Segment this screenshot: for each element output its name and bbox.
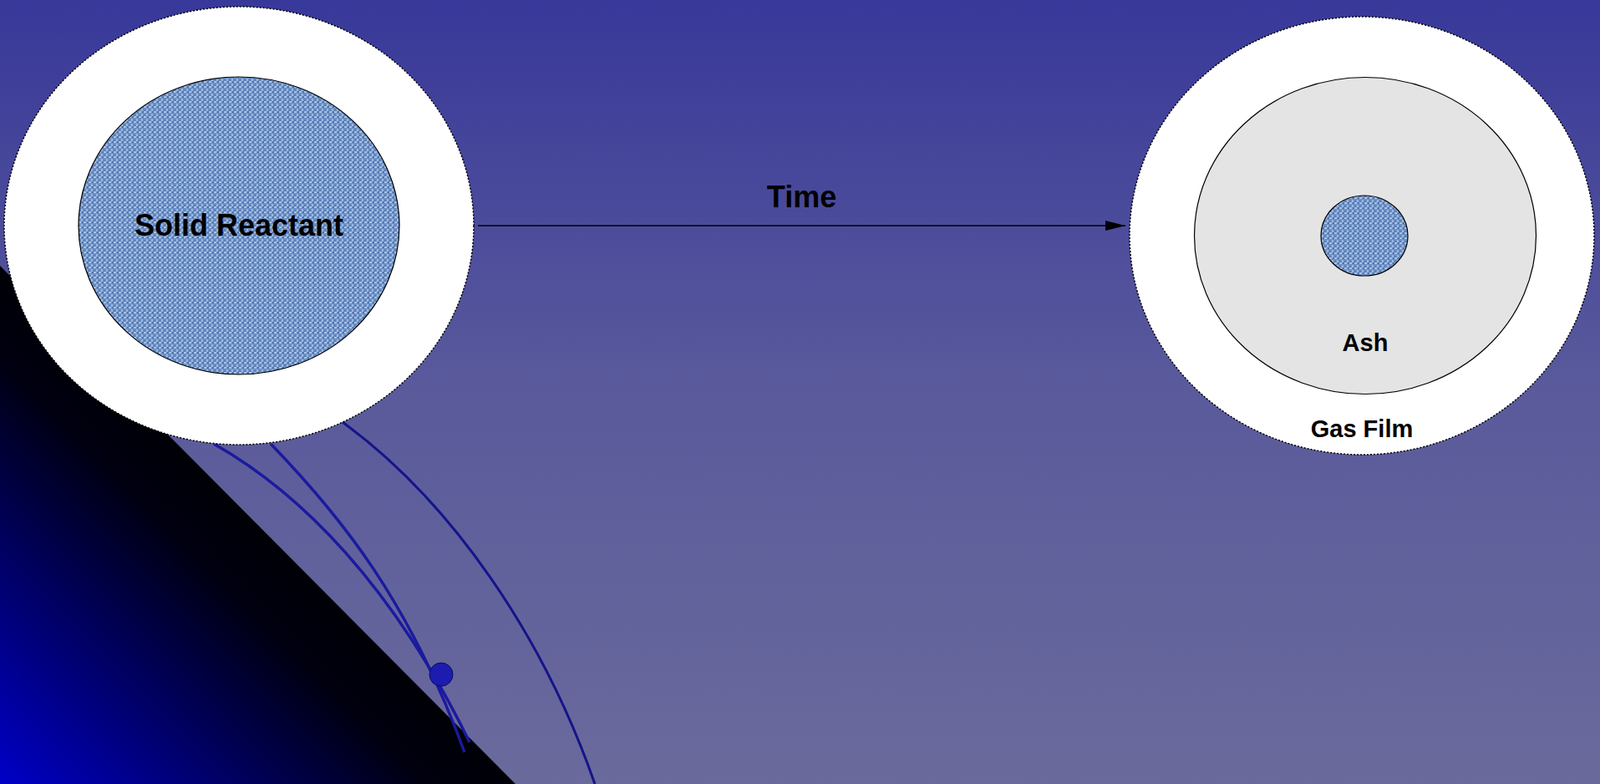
gas-film-ring: Gas Film Ash	[1128, 15, 1595, 456]
trajectory-curve	[342, 421, 595, 784]
unreacted-core	[1320, 195, 1408, 276]
gas-film-outline	[4, 6, 474, 445]
arrow-label: Time	[766, 179, 837, 214]
particle-initial: Solid Reactant	[3, 5, 475, 446]
node-label: Ash	[1342, 329, 1389, 357]
gas-film-outline	[1129, 16, 1595, 455]
ash-layer: Ash	[1193, 76, 1537, 395]
time-arrow	[477, 224, 1126, 227]
node-label: Gas Film	[1310, 415, 1414, 443]
node-label: Solid Reactant	[134, 208, 344, 243]
ash-outline	[1194, 77, 1537, 395]
solid-reactant-core	[78, 76, 400, 375]
trajectory-curve	[213, 443, 470, 742]
particle-dot	[429, 662, 453, 686]
trajectory-curve	[270, 443, 465, 752]
